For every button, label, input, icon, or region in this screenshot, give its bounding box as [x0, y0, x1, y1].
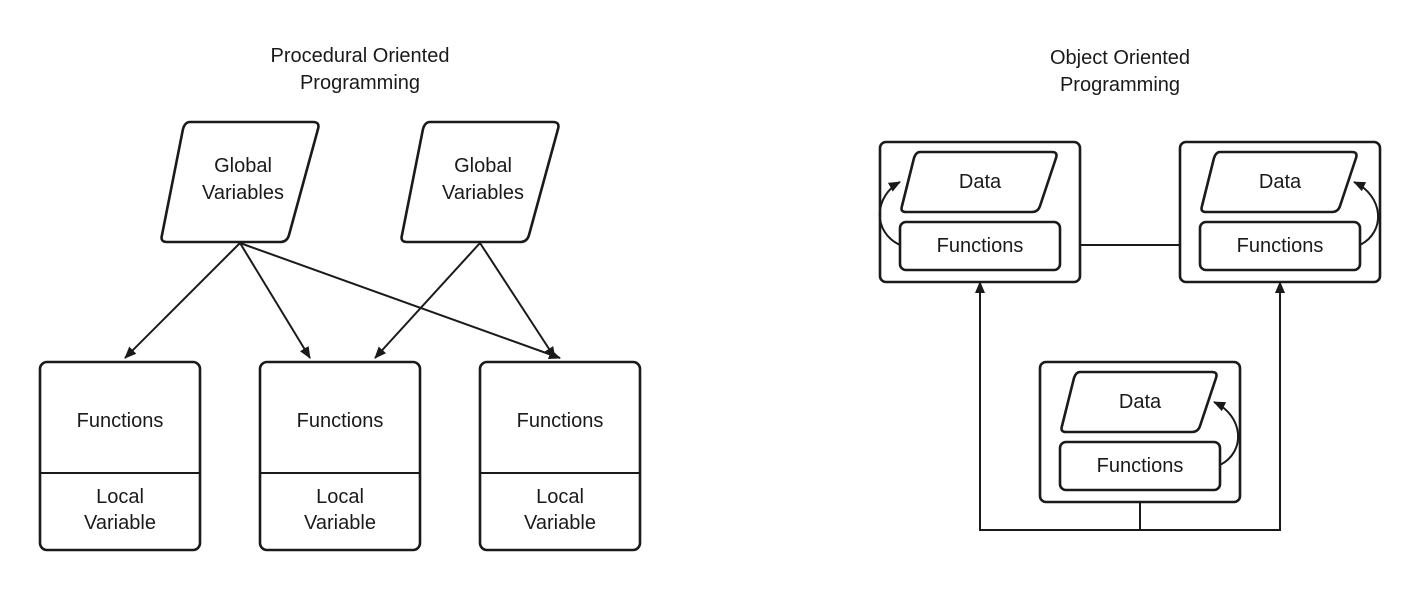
- global-variables-label-line1: Global: [214, 155, 272, 177]
- object-oriented-diagram: Object Oriented Programming Data Functio…: [878, 47, 1382, 531]
- global-variables-label-line1: Global: [454, 155, 512, 177]
- functions-label: Functions: [1237, 235, 1324, 257]
- local-variable-label-line2: Variable: [524, 512, 596, 534]
- oop-edges: [975, 240, 1285, 531]
- functions-label: Functions: [297, 410, 384, 432]
- global-variables-label-line2: Variables: [202, 182, 284, 204]
- edge-global1-to-functions3: [239, 242, 561, 359]
- data-label: Data: [1119, 391, 1162, 413]
- local-variable-label-line2: Variable: [304, 512, 376, 534]
- edge-object3-to-object1: [975, 281, 1140, 531]
- data-label: Data: [1259, 171, 1302, 193]
- object-box: Data Functions: [1038, 360, 1242, 504]
- procedural-edges: [124, 242, 561, 359]
- local-variable-label-line2: Variable: [84, 512, 156, 534]
- edge-global1-to-functions2: [239, 242, 311, 359]
- procedural-title-line2: Programming: [300, 72, 420, 94]
- functions-label: Functions: [517, 410, 604, 432]
- procedural-title-line1: Procedural Oriented: [271, 45, 450, 67]
- edge-global2-to-functions3: [479, 242, 556, 359]
- self-loop-arrow: [1353, 181, 1379, 246]
- local-variable-label-line1: Local: [96, 486, 144, 508]
- function-module: Functions Local Variable: [478, 360, 642, 552]
- self-loop-arrow: [1213, 401, 1239, 466]
- functions-label: Functions: [937, 235, 1024, 257]
- function-module: Functions Local Variable: [38, 360, 202, 552]
- edge-object3-to-object2: [1140, 281, 1285, 531]
- oop-title-line2: Programming: [1060, 74, 1180, 96]
- local-variable-label-line1: Local: [536, 486, 584, 508]
- global-variables-node: Global Variables: [400, 120, 560, 244]
- global-variables-label-line2: Variables: [442, 182, 524, 204]
- functions-label: Functions: [1097, 455, 1184, 477]
- edge-global1-to-functions1: [124, 242, 241, 359]
- functions-label: Functions: [77, 410, 164, 432]
- procedural-diagram: Procedural Oriented Programming Global V…: [38, 45, 642, 552]
- self-loop-arrow: [878, 181, 901, 246]
- edge-global2-to-functions2: [374, 242, 481, 359]
- oop-title-line1: Object Oriented: [1050, 47, 1190, 69]
- function-module: Functions Local Variable: [258, 360, 422, 552]
- local-variable-label-line1: Local: [316, 486, 364, 508]
- object-box: Data Functions: [1178, 140, 1382, 284]
- global-variables-node: Global Variables: [160, 120, 320, 244]
- data-label: Data: [959, 171, 1002, 193]
- object-box: Data Functions: [878, 140, 1082, 284]
